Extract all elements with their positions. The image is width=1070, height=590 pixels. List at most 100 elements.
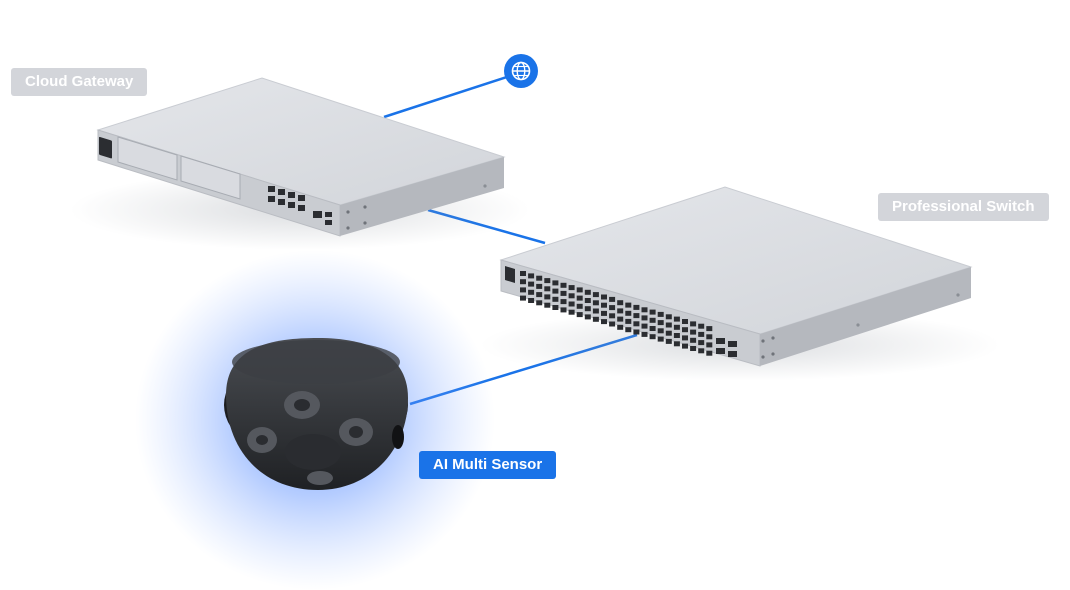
switch-port [609, 305, 616, 311]
switch-port [682, 319, 688, 324]
switch-port [673, 341, 680, 347]
switch-port [601, 302, 607, 308]
switch-port [673, 333, 680, 338]
gateway-device-icon [70, 77, 530, 250]
switch-port [657, 328, 664, 334]
switch-port [657, 311, 664, 317]
switch-port [649, 309, 656, 315]
switch-port [625, 310, 632, 316]
switch-port [641, 307, 648, 313]
switch-port [698, 331, 705, 337]
switch-port [698, 340, 705, 346]
switch-port [706, 326, 713, 332]
switch-port [520, 295, 526, 301]
switch-port [690, 346, 697, 351]
switch-port [552, 305, 559, 310]
switch-port [584, 306, 591, 312]
switch-port [625, 302, 632, 308]
switch-port [536, 300, 543, 306]
switch-port [592, 300, 599, 306]
switch-port [544, 294, 551, 300]
switch-port [568, 293, 575, 299]
switch-port [592, 308, 599, 314]
switch-port [576, 287, 583, 293]
switch-port [617, 300, 624, 306]
switch-port [576, 295, 583, 301]
switch-port [649, 317, 656, 323]
switch-port [673, 316, 680, 322]
switch-port [649, 334, 656, 340]
switch-port [665, 330, 672, 336]
switch-port [609, 321, 616, 327]
switch-port [641, 331, 648, 337]
switch-port [528, 281, 535, 287]
switch-port [552, 296, 559, 302]
switch-port [617, 308, 624, 314]
switch-port [544, 286, 551, 292]
link-internet-gateway [383, 74, 511, 119]
switch-port [641, 323, 648, 329]
switch-port [528, 273, 535, 279]
switch-port [609, 313, 616, 319]
switch-port [690, 321, 697, 327]
switch-port [592, 292, 599, 298]
switch-port [698, 348, 705, 354]
switch-port [682, 327, 688, 333]
switch-port [560, 299, 567, 305]
switch-port [584, 314, 591, 320]
switch-port [536, 292, 543, 298]
switch-port [665, 314, 672, 320]
switch-port [576, 303, 583, 309]
switch-port [633, 304, 640, 310]
switch-port [698, 323, 705, 329]
switch-ports [520, 271, 713, 356]
switch-port [528, 289, 535, 295]
cloud-gateway-label: Cloud Gateway [11, 68, 148, 96]
switch-port [520, 279, 526, 285]
switch-port [592, 316, 599, 322]
switch-port [544, 302, 551, 308]
switch-port [682, 335, 688, 341]
switch-port [536, 283, 543, 289]
switch-device-icon [480, 186, 1000, 381]
switch-port [633, 329, 640, 335]
switch-port [568, 285, 575, 291]
switch-port [673, 324, 680, 330]
switch-port [609, 296, 616, 302]
switch-port [641, 315, 648, 321]
switch-port [706, 334, 713, 340]
switch-port [625, 318, 632, 324]
switch-port [552, 288, 559, 294]
switch-port [601, 310, 607, 316]
switch-port [560, 307, 567, 313]
switch-port [584, 289, 591, 295]
switch-port [690, 329, 697, 335]
dome-camera-icon [135, 250, 495, 590]
switch-port [706, 350, 713, 356]
switch-port [528, 298, 535, 303]
switch-port [706, 342, 713, 348]
switch-port [576, 312, 583, 318]
ai-multi-sensor-label: AI Multi Sensor [419, 451, 557, 479]
switch-port [690, 337, 697, 343]
switch-port [552, 280, 559, 286]
globe-icon [504, 54, 538, 88]
switch-port [536, 275, 543, 281]
switch-port [617, 316, 624, 322]
switch-port [625, 327, 632, 333]
switch-port [544, 278, 551, 284]
switch-port [601, 319, 607, 325]
switch-port [584, 298, 591, 303]
professional-switch-label: Professional Switch [878, 193, 1049, 221]
switch-port [520, 287, 526, 293]
switch-port [568, 301, 575, 307]
switch-port [633, 321, 640, 327]
switch-port [560, 290, 567, 296]
switch-port [633, 313, 640, 319]
switch-port [568, 309, 575, 315]
switch-port [520, 271, 526, 276]
switch-port [657, 336, 664, 342]
switch-port [617, 324, 624, 330]
switch-port [665, 322, 672, 328]
